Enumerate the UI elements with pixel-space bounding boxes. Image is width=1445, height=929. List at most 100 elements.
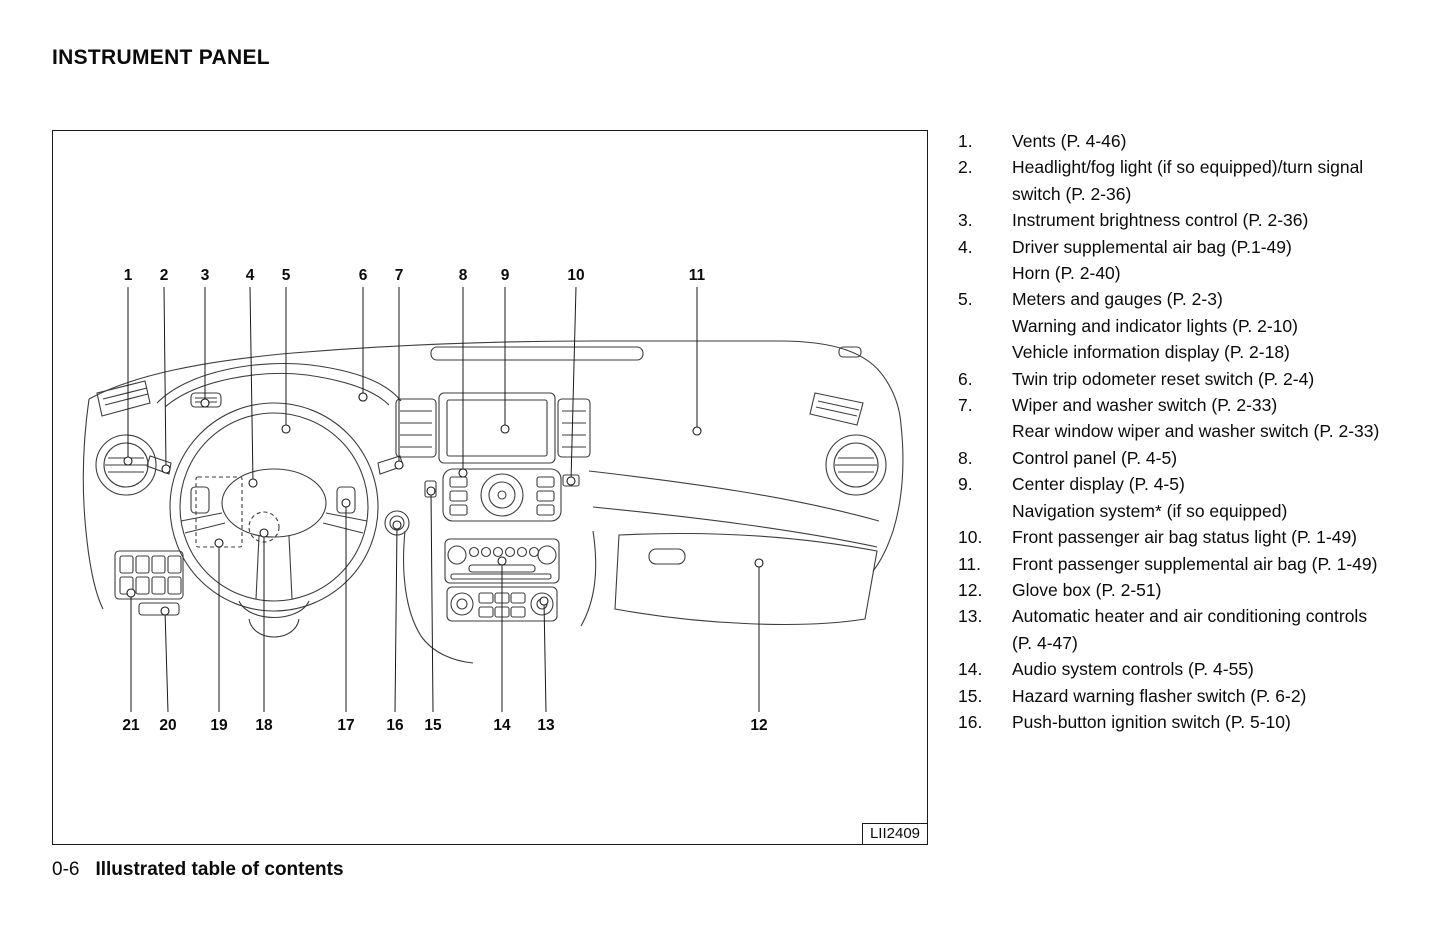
legend-item-number: 9. [958, 474, 973, 495]
legend-item-text: Instrument brightness control (P. 2-36) [1012, 210, 1309, 231]
callout-marker [200, 398, 210, 408]
control-panel [442, 468, 562, 522]
callout-number: 20 [159, 717, 176, 734]
callout-marker [214, 538, 224, 548]
callout-marker [281, 424, 291, 434]
legend-item-number: 1. [958, 131, 973, 151]
legend-item-number: 14. [958, 659, 983, 680]
callout-number: 6 [359, 267, 368, 284]
left-corner-vent [96, 380, 151, 417]
steering-wheel [169, 402, 379, 612]
callout-number: 21 [122, 717, 140, 734]
legend-item: 12. Glove box (P. 2-51) [958, 577, 1386, 603]
callout-number: 17 [337, 717, 354, 734]
callout-number: 9 [501, 267, 510, 284]
callout-line [394, 524, 398, 713]
callout-marker [248, 478, 258, 488]
callout-marker [566, 476, 576, 486]
legend-item-number: 5. [958, 289, 973, 310]
legend-item-number: 16. [958, 711, 983, 732]
right-corner-vent [809, 392, 864, 426]
callout-number: 13 [537, 717, 555, 734]
callout-line [163, 286, 167, 470]
page-number: 0-6 [52, 859, 80, 880]
legend-item: 3.Instrument brightness control (P. 2-36… [958, 207, 1386, 233]
callout-number: 14 [493, 717, 511, 734]
callout-marker [754, 558, 764, 568]
callout-number: 10 [567, 267, 584, 284]
callout-marker [392, 520, 402, 530]
callout-marker [497, 556, 507, 566]
callout-line [430, 490, 434, 713]
center-right-vent [557, 398, 591, 458]
callout-marker [259, 528, 269, 538]
legend-item-text: Vents (P. 4-46) [1012, 131, 1127, 151]
callout-marker [161, 464, 171, 474]
callout-number: 3 [201, 267, 210, 284]
legend-item: 6.Twin trip odometer reset switch (P. 2-… [958, 366, 1386, 392]
callout-number: 19 [210, 717, 228, 734]
callout-number: 4 [246, 267, 255, 284]
legend-item-number: 11. [958, 553, 982, 574]
legend-item: 11. Front passenger supplemental air bag … [958, 551, 1386, 577]
legend-item-text: Warning and indicator lights (P. 2-10) [1012, 315, 1298, 336]
legend-item-text: Push-button ignition switch (P. 5-10) [1012, 711, 1291, 732]
legend-item-number: 4. [958, 236, 973, 257]
callout-marker [500, 424, 510, 434]
legend-item-text: Headlight/fog light (if so equipped)/tur… [1012, 157, 1364, 204]
legend-item-number: 10. [958, 527, 983, 548]
callout-marker [458, 468, 468, 478]
dashboard-drawing [82, 340, 904, 664]
legend-item: 14. Audio system controls (P. 4-55) [958, 656, 1386, 682]
legend-item-text: Audio system controls (P. 4-55) [1012, 659, 1254, 680]
callout-number: 16 [386, 717, 404, 734]
callout-marker [426, 486, 436, 496]
center-left-vent [395, 398, 437, 458]
callout-marker [394, 460, 404, 470]
callout-marker [358, 392, 368, 402]
footer-label: Illustrated table of contents [95, 859, 344, 880]
legend-item-text: Center display (P. 4-5) [1012, 474, 1185, 495]
page-footer: 0-6 Illustrated table of contents [52, 859, 344, 881]
legend-item-number: 12. [958, 579, 983, 600]
legend-item: 5. Meters and gauges (P. 2-3) Warning and … [958, 286, 1386, 365]
legend-item-number: 8. [958, 447, 973, 468]
legend-item-text: Glove box (P. 2-51) [1012, 579, 1162, 600]
legend-item-text: Meters and gauges (P. 2-3) [1012, 289, 1223, 310]
legend-item-text: Hazard warning flasher switch (P. 6-2) [1012, 685, 1307, 706]
callout-marker [539, 596, 549, 606]
callout-marker [692, 426, 702, 436]
legend-item: 9. Center display (P. 4-5) Navigation syst… [958, 471, 1386, 524]
hazard-switch [424, 480, 437, 498]
legend-item-text: Navigation system* (if so equipped) [1012, 500, 1288, 521]
legend-item: 8.Control panel (P. 4-5) [958, 445, 1386, 471]
glove-box [614, 533, 878, 625]
legend-item-number: 13. [958, 606, 983, 627]
callout-number: 11 [689, 267, 706, 284]
legend-item: 15.Hazard warning flasher switch (P. 6-2… [958, 683, 1386, 709]
legend-item-text: Rear window wiper and washer switch (P. … [1012, 421, 1380, 442]
callout-number: 12 [750, 717, 767, 734]
callout-line [249, 286, 254, 484]
legend-item: 13.Automatic heater and air conditioning… [958, 603, 1386, 656]
legend-item: 1. Vents (P. 4-46) [958, 128, 1386, 154]
page-title: INSTRUMENT PANEL [52, 46, 270, 69]
legend-item: 4.Driver supplemental air bag (P.1-49)Ho… [958, 234, 1386, 287]
legend-item-text: Front passenger supplemental air bag (P.… [1012, 553, 1378, 574]
callout-line [543, 600, 547, 713]
callout-marker [341, 498, 351, 508]
figure-code: LII2409 [861, 823, 927, 844]
callout-marker [160, 606, 170, 616]
callout-number: 1 [124, 267, 133, 284]
dash-sensor [838, 346, 862, 358]
legend-item-number: 2. [958, 157, 973, 178]
callout-marker [123, 456, 133, 466]
legend-item: 16. Push-button ignition switch (P. 5-10) [958, 709, 1386, 735]
dash-top-edge [88, 340, 902, 426]
callout-number: 18 [255, 717, 273, 734]
legend-list: 1. Vents (P. 4-46) 2. Headlight/fog light (… [958, 128, 1386, 735]
